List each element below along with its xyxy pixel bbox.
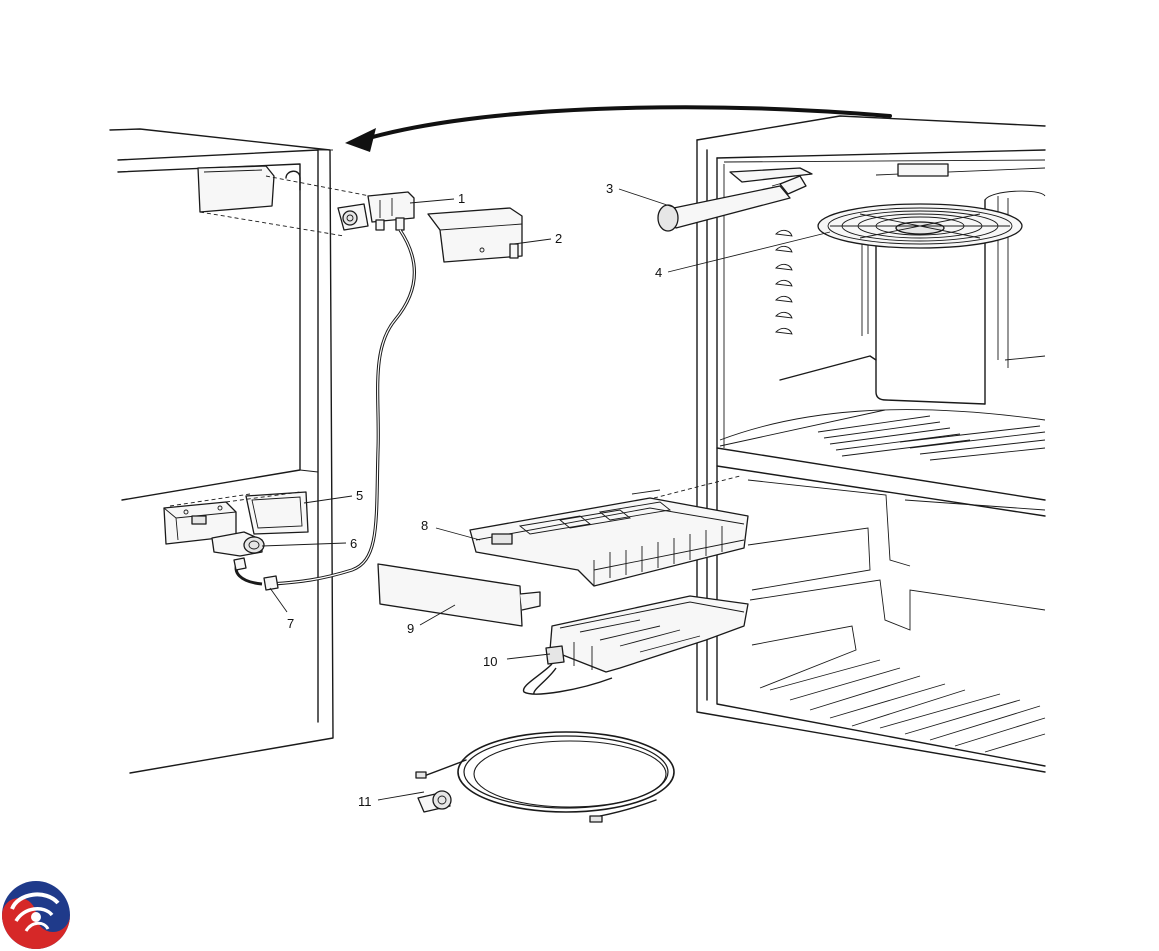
dispenser-housing [163, 501, 237, 545]
ice-maker-assembly [469, 489, 749, 587]
callout-4: 4 [655, 265, 662, 280]
callout-1: 1 [458, 191, 465, 206]
compression-nut [417, 790, 452, 813]
callout-9: 9 [407, 621, 414, 636]
tube-coupling [233, 557, 279, 591]
callout-3: 3 [606, 181, 613, 196]
tube-elbow-fitting [211, 531, 265, 557]
valve-cover [427, 207, 523, 263]
callout-11: 11 [358, 794, 372, 809]
callout-2: 2 [555, 231, 562, 246]
callout-7: 7 [287, 616, 294, 631]
brand-swirl-icon [2, 881, 70, 949]
fridge-floor-slats [769, 659, 1046, 753]
refrigerator-cabinet [696, 115, 1046, 773]
callout-10: 10 [483, 654, 497, 669]
freezer-floor-slats [817, 415, 1046, 461]
water-line-coil [415, 731, 675, 823]
evaporator-fan [817, 203, 1023, 249]
water-valve [337, 191, 415, 231]
valve-alignment-lines [199, 175, 371, 237]
callout-leaders [261, 188, 831, 801]
icemaker-alignment-line [653, 475, 741, 499]
ice-maker-sensor-tube [657, 175, 807, 232]
dispenser-cover-plate [245, 491, 309, 535]
callout-6: 6 [350, 536, 357, 551]
door-removal-arrow [345, 105, 892, 152]
ice-maker-front-panel [377, 563, 541, 627]
ice-tray-assembly [522, 595, 749, 695]
callout-8: 8 [421, 518, 428, 533]
callout-labels: 1 2 3 4 5 6 7 8 9 10 11 [287, 181, 662, 809]
freezer-wall-vents [775, 229, 877, 381]
callout-5: 5 [356, 488, 363, 503]
refrigerator-door [109, 128, 334, 774]
